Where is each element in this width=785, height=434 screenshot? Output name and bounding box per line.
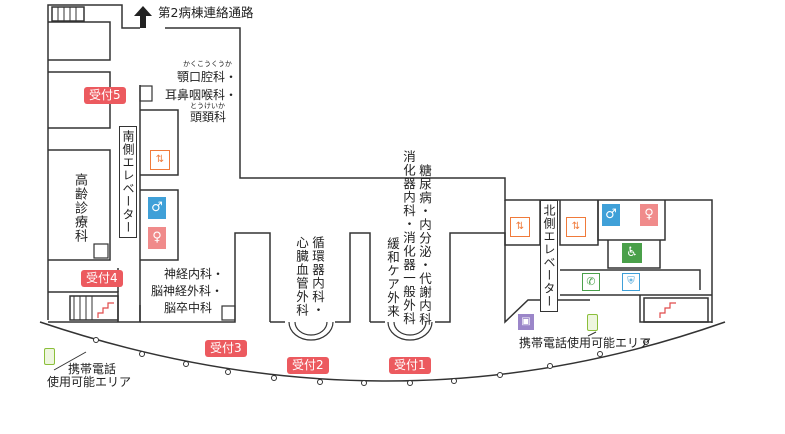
corridor-label: 第2病棟連絡通路	[158, 5, 254, 20]
mobile-phone-icon	[587, 314, 598, 331]
left-block-wall	[48, 21, 111, 61]
dept-cardio-line1: 循環器内科・	[310, 236, 325, 317]
female-restroom-icon: ♀	[148, 227, 166, 249]
geriatric-wall	[48, 149, 111, 261]
upper-wall	[165, 27, 713, 323]
dept-oral-line3: 頭頚科	[190, 110, 227, 124]
dept-palliative: 緩和ケア外来	[385, 237, 400, 318]
digestive-wall	[435, 232, 590, 324]
accessible-restroom-icon: ♿	[622, 243, 642, 263]
dept-oral-line1: 顎口腔科・	[177, 70, 238, 84]
oral-ruby: かくこうくうか	[183, 60, 232, 68]
phone-icon: ✆	[582, 273, 600, 291]
multipurpose-icon: ⛨	[622, 273, 640, 291]
dept-neuro-line1: 神経内科・	[164, 267, 225, 281]
reception-1-badge: 受付1	[389, 357, 431, 374]
dept-cardio-line2: 心臓血管外科	[294, 236, 309, 317]
male-restroom-icon: ♂	[602, 204, 620, 226]
phone-area-right: 携帯電話使用可能エリア	[519, 336, 652, 350]
neuro-wall	[140, 232, 271, 323]
elevator-icon: ⇅	[150, 150, 170, 170]
dept-oral-line2: 耳鼻咽喉科・	[165, 88, 238, 102]
phone-area-left-line2: 使用可能エリア	[47, 375, 132, 389]
elevator-icon: ⇅	[566, 217, 586, 237]
outer-wall	[47, 4, 140, 320]
reception-2-badge: 受付2	[287, 357, 329, 374]
south-elevator-label: 南側エレベーター	[119, 126, 137, 238]
female-restroom-icon: ♀	[640, 204, 658, 226]
dept-geriatric: 高齢診療科	[72, 173, 87, 243]
stairs-icon	[97, 302, 676, 318]
dept-neuro-line3: 脳卒中科	[164, 301, 213, 315]
reception-4-badge: 受付4	[81, 270, 123, 287]
mobile-phone-icon	[44, 348, 55, 365]
north-elevator-label: 北側エレベーター	[540, 200, 558, 312]
phone-area-left-line1: 携帯電話	[68, 362, 117, 376]
dept-digestive-line1: 消化器内科・消化器一般外科	[401, 150, 416, 326]
column-dots	[93, 337, 649, 386]
dept-digestive-line2: 糖尿病・内分泌・代謝内科	[417, 164, 432, 326]
front-curve	[39, 321, 726, 382]
oral-ruby2: とうけいか	[190, 102, 225, 110]
male-restroom-icon: ♂	[148, 197, 166, 219]
reception-3-badge: 受付3	[205, 340, 247, 357]
reception-5-badge: 受付5	[84, 87, 126, 104]
elevator-icon: ⇅	[510, 217, 530, 237]
dept-neuro-line2: 脳神経外科・	[151, 284, 224, 298]
staff-icon: ▣	[518, 314, 534, 330]
arrow-up-icon	[134, 6, 152, 28]
